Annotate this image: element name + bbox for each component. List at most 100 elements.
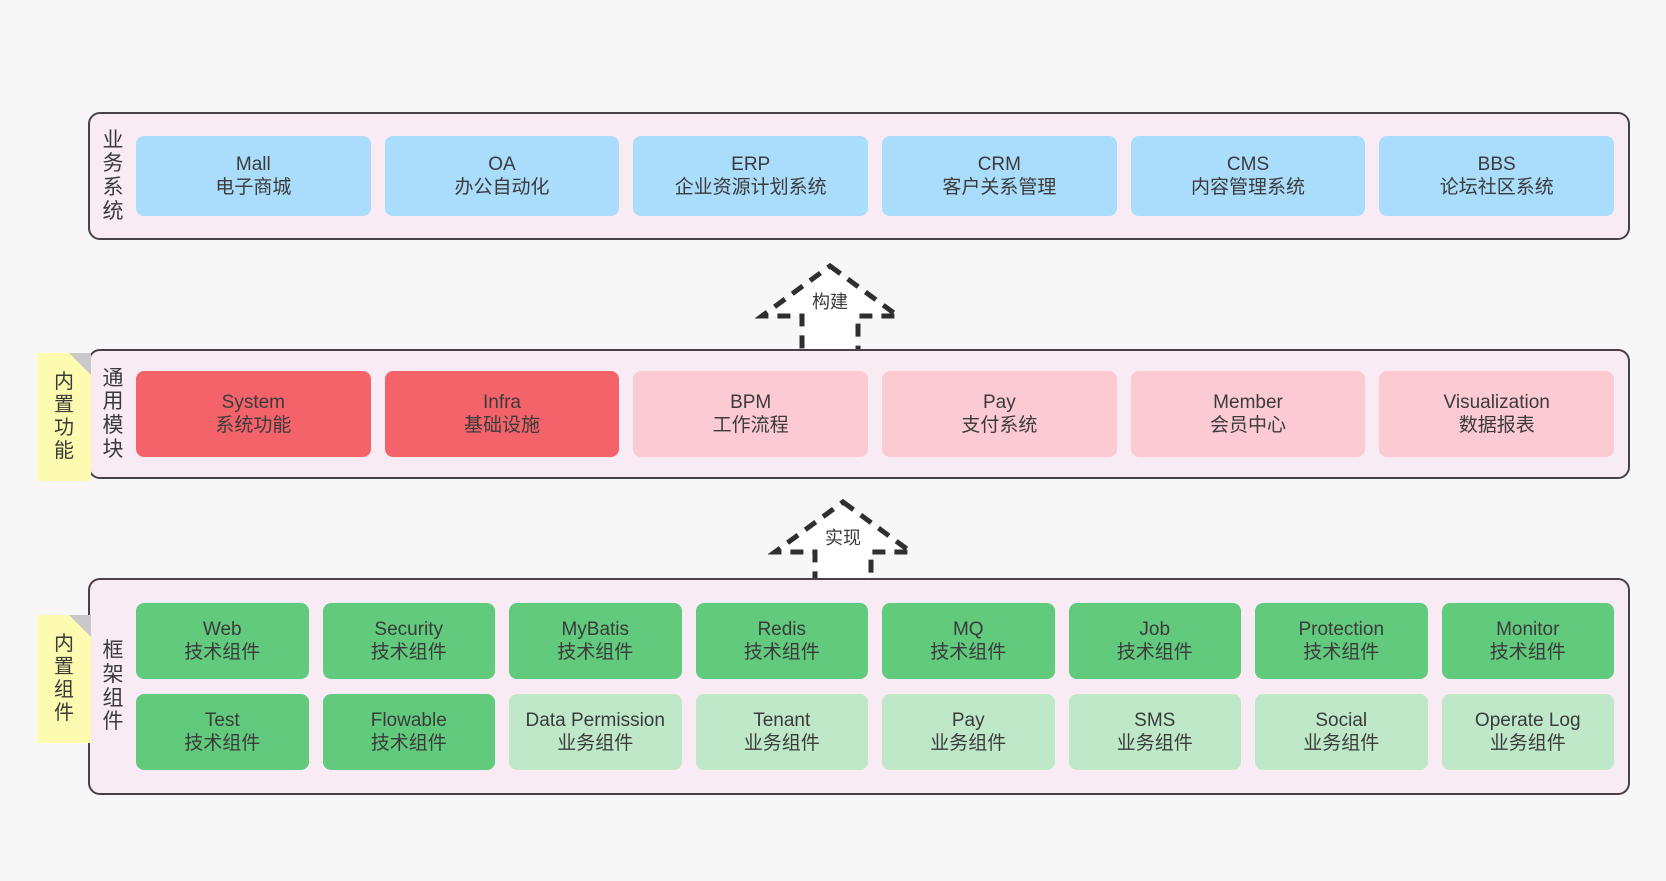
card-title: Web — [202, 618, 242, 640]
card-title: Pay — [982, 391, 1016, 413]
card-title: Monitor — [1496, 618, 1560, 640]
card-redis[interactable]: Redis 技术组件 — [695, 603, 868, 679]
card-subtitle: 会员中心 — [1210, 415, 1287, 436]
layer-label-char: 件 — [102, 710, 124, 734]
card-infra[interactable]: Infra 基础设施 — [384, 371, 620, 457]
layer-label-common-module: 通 用 模 块 — [90, 351, 136, 477]
card-bbs[interactable]: BBS 论坛社区系统 — [1379, 136, 1615, 216]
layer-label-framework-component: 框 架 组 件 — [90, 580, 136, 793]
card-flowable[interactable]: Flowable 技术组件 — [322, 694, 495, 770]
card-title: Security — [374, 618, 444, 640]
layer-label-char: 通 — [102, 366, 124, 390]
card-row: Test 技术组件 Flowable 技术组件 Data Permission … — [136, 694, 1614, 770]
layer-label-char: 务 — [102, 152, 124, 176]
card-subtitle: 技术组件 — [1116, 642, 1193, 663]
card-title: System — [221, 391, 286, 413]
fold-corner-icon — [69, 615, 91, 637]
card-subtitle: 技术组件 — [184, 642, 261, 663]
card-subtitle: 业务组件 — [930, 733, 1007, 754]
card-pay-business[interactable]: Pay 业务组件 — [882, 694, 1055, 770]
card-title: Infra — [482, 391, 522, 413]
layer-label-char: 组 — [102, 686, 124, 710]
card-erp[interactable]: ERP 企业资源计划系统 — [633, 136, 869, 216]
card-title: BPM — [730, 391, 772, 413]
card-data-permission[interactable]: Data Permission 业务组件 — [509, 694, 682, 770]
card-social[interactable]: Social 业务组件 — [1255, 694, 1428, 770]
layer-label-char: 用 — [102, 390, 124, 414]
card-subtitle: 论坛社区系统 — [1439, 177, 1554, 198]
card-mq[interactable]: MQ 技术组件 — [882, 603, 1055, 679]
card-cms[interactable]: CMS 内容管理系统 — [1130, 136, 1366, 216]
card-title: Flowable — [370, 709, 447, 731]
card-security[interactable]: Security 技术组件 — [322, 603, 495, 679]
card-monitor[interactable]: Monitor 技术组件 — [1441, 603, 1614, 679]
card-member[interactable]: Member 会员中心 — [1130, 371, 1366, 457]
sticky-char: 置 — [54, 394, 74, 417]
card-title: Mall — [235, 153, 271, 175]
card-mybatis[interactable]: MyBatis 技术组件 — [509, 603, 682, 679]
card-subtitle: 办公自动化 — [454, 177, 550, 198]
card-subtitle: 技术组件 — [743, 642, 820, 663]
card-crm[interactable]: CRM 客户关系管理 — [882, 136, 1117, 216]
card-title: Visualization — [1443, 391, 1550, 413]
layer-label-char: 架 — [102, 662, 124, 686]
card-web[interactable]: Web 技术组件 — [136, 603, 309, 679]
card-subtitle: 业务组件 — [557, 733, 634, 754]
card-subtitle: 客户关系管理 — [942, 177, 1057, 198]
card-test[interactable]: Test 技术组件 — [136, 694, 309, 770]
card-row: Mall 电子商城 OA 办公自动化 ERP 企业资源计划系统 CRM 客户关系… — [136, 136, 1615, 216]
layer-business-systems: 业 务 系 统 Mall 电子商城 OA 办公自动化 ERP 企业资源计划系统 — [88, 112, 1630, 240]
card-title: Data Permission — [525, 709, 665, 731]
card-subtitle: 业务组件 — [1489, 733, 1566, 754]
generalization-arrow-icon — [755, 262, 905, 355]
sticky-char: 内 — [54, 633, 74, 656]
card-subtitle: 业务组件 — [1303, 733, 1380, 754]
card-subtitle: 数据报表 — [1458, 415, 1535, 436]
card-subtitle: 基础设施 — [464, 415, 541, 436]
card-title: Pay — [951, 709, 985, 731]
sticky-char: 置 — [54, 656, 74, 679]
card-title: BBS — [1477, 153, 1516, 175]
card-subtitle: 技术组件 — [184, 733, 261, 754]
card-title: Job — [1139, 618, 1171, 640]
card-subtitle: 系统功能 — [215, 415, 292, 436]
card-visualization[interactable]: Visualization 数据报表 — [1379, 371, 1615, 457]
sticky-char: 件 — [54, 701, 74, 724]
card-job[interactable]: Job 技术组件 — [1068, 603, 1241, 679]
layer-body-business: Mall 电子商城 OA 办公自动化 ERP 企业资源计划系统 CRM 客户关系… — [136, 114, 1628, 238]
layer-label-char: 块 — [102, 437, 124, 461]
layer-label-char: 模 — [102, 414, 124, 437]
card-title: Tenant — [753, 709, 811, 731]
card-subtitle: 企业资源计划系统 — [674, 177, 827, 198]
connector-build: 构建 — [755, 258, 905, 358]
card-title: MyBatis — [561, 618, 630, 640]
card-mall[interactable]: Mall 电子商城 — [136, 136, 371, 216]
card-subtitle: 业务组件 — [743, 733, 820, 754]
card-oa[interactable]: OA 办公自动化 — [384, 136, 620, 216]
card-subtitle: 技术组件 — [1489, 642, 1566, 663]
card-operate-log[interactable]: Operate Log 业务组件 — [1441, 694, 1614, 770]
card-protection[interactable]: Protection 技术组件 — [1255, 603, 1428, 679]
card-title: ERP — [731, 153, 771, 175]
sticky-char: 能 — [54, 439, 74, 462]
card-subtitle: 技术组件 — [557, 642, 634, 663]
card-system[interactable]: System 系统功能 — [136, 371, 371, 457]
card-title: Redis — [757, 618, 807, 640]
card-title: CMS — [1226, 153, 1270, 175]
card-subtitle: 内容管理系统 — [1191, 177, 1306, 198]
card-subtitle: 电子商城 — [215, 177, 292, 198]
card-title: Test — [204, 709, 240, 731]
card-subtitle: 技术组件 — [370, 642, 447, 663]
card-subtitle: 技术组件 — [1303, 642, 1380, 663]
card-pay[interactable]: Pay 支付系统 — [882, 371, 1117, 457]
card-title: MQ — [952, 618, 984, 640]
fold-corner-icon — [69, 353, 91, 375]
layer-label-business: 业 务 系 统 — [90, 114, 136, 238]
card-sms[interactable]: SMS 业务组件 — [1068, 694, 1241, 770]
layer-framework-components: 框 架 组 件 Web 技术组件 Security 技术组件 MyBatis 技… — [88, 578, 1630, 795]
card-bpm[interactable]: BPM 工作流程 — [633, 371, 869, 457]
card-title: CRM — [977, 153, 1021, 175]
card-subtitle: 技术组件 — [370, 733, 447, 754]
card-tenant[interactable]: Tenant 业务组件 — [695, 694, 868, 770]
